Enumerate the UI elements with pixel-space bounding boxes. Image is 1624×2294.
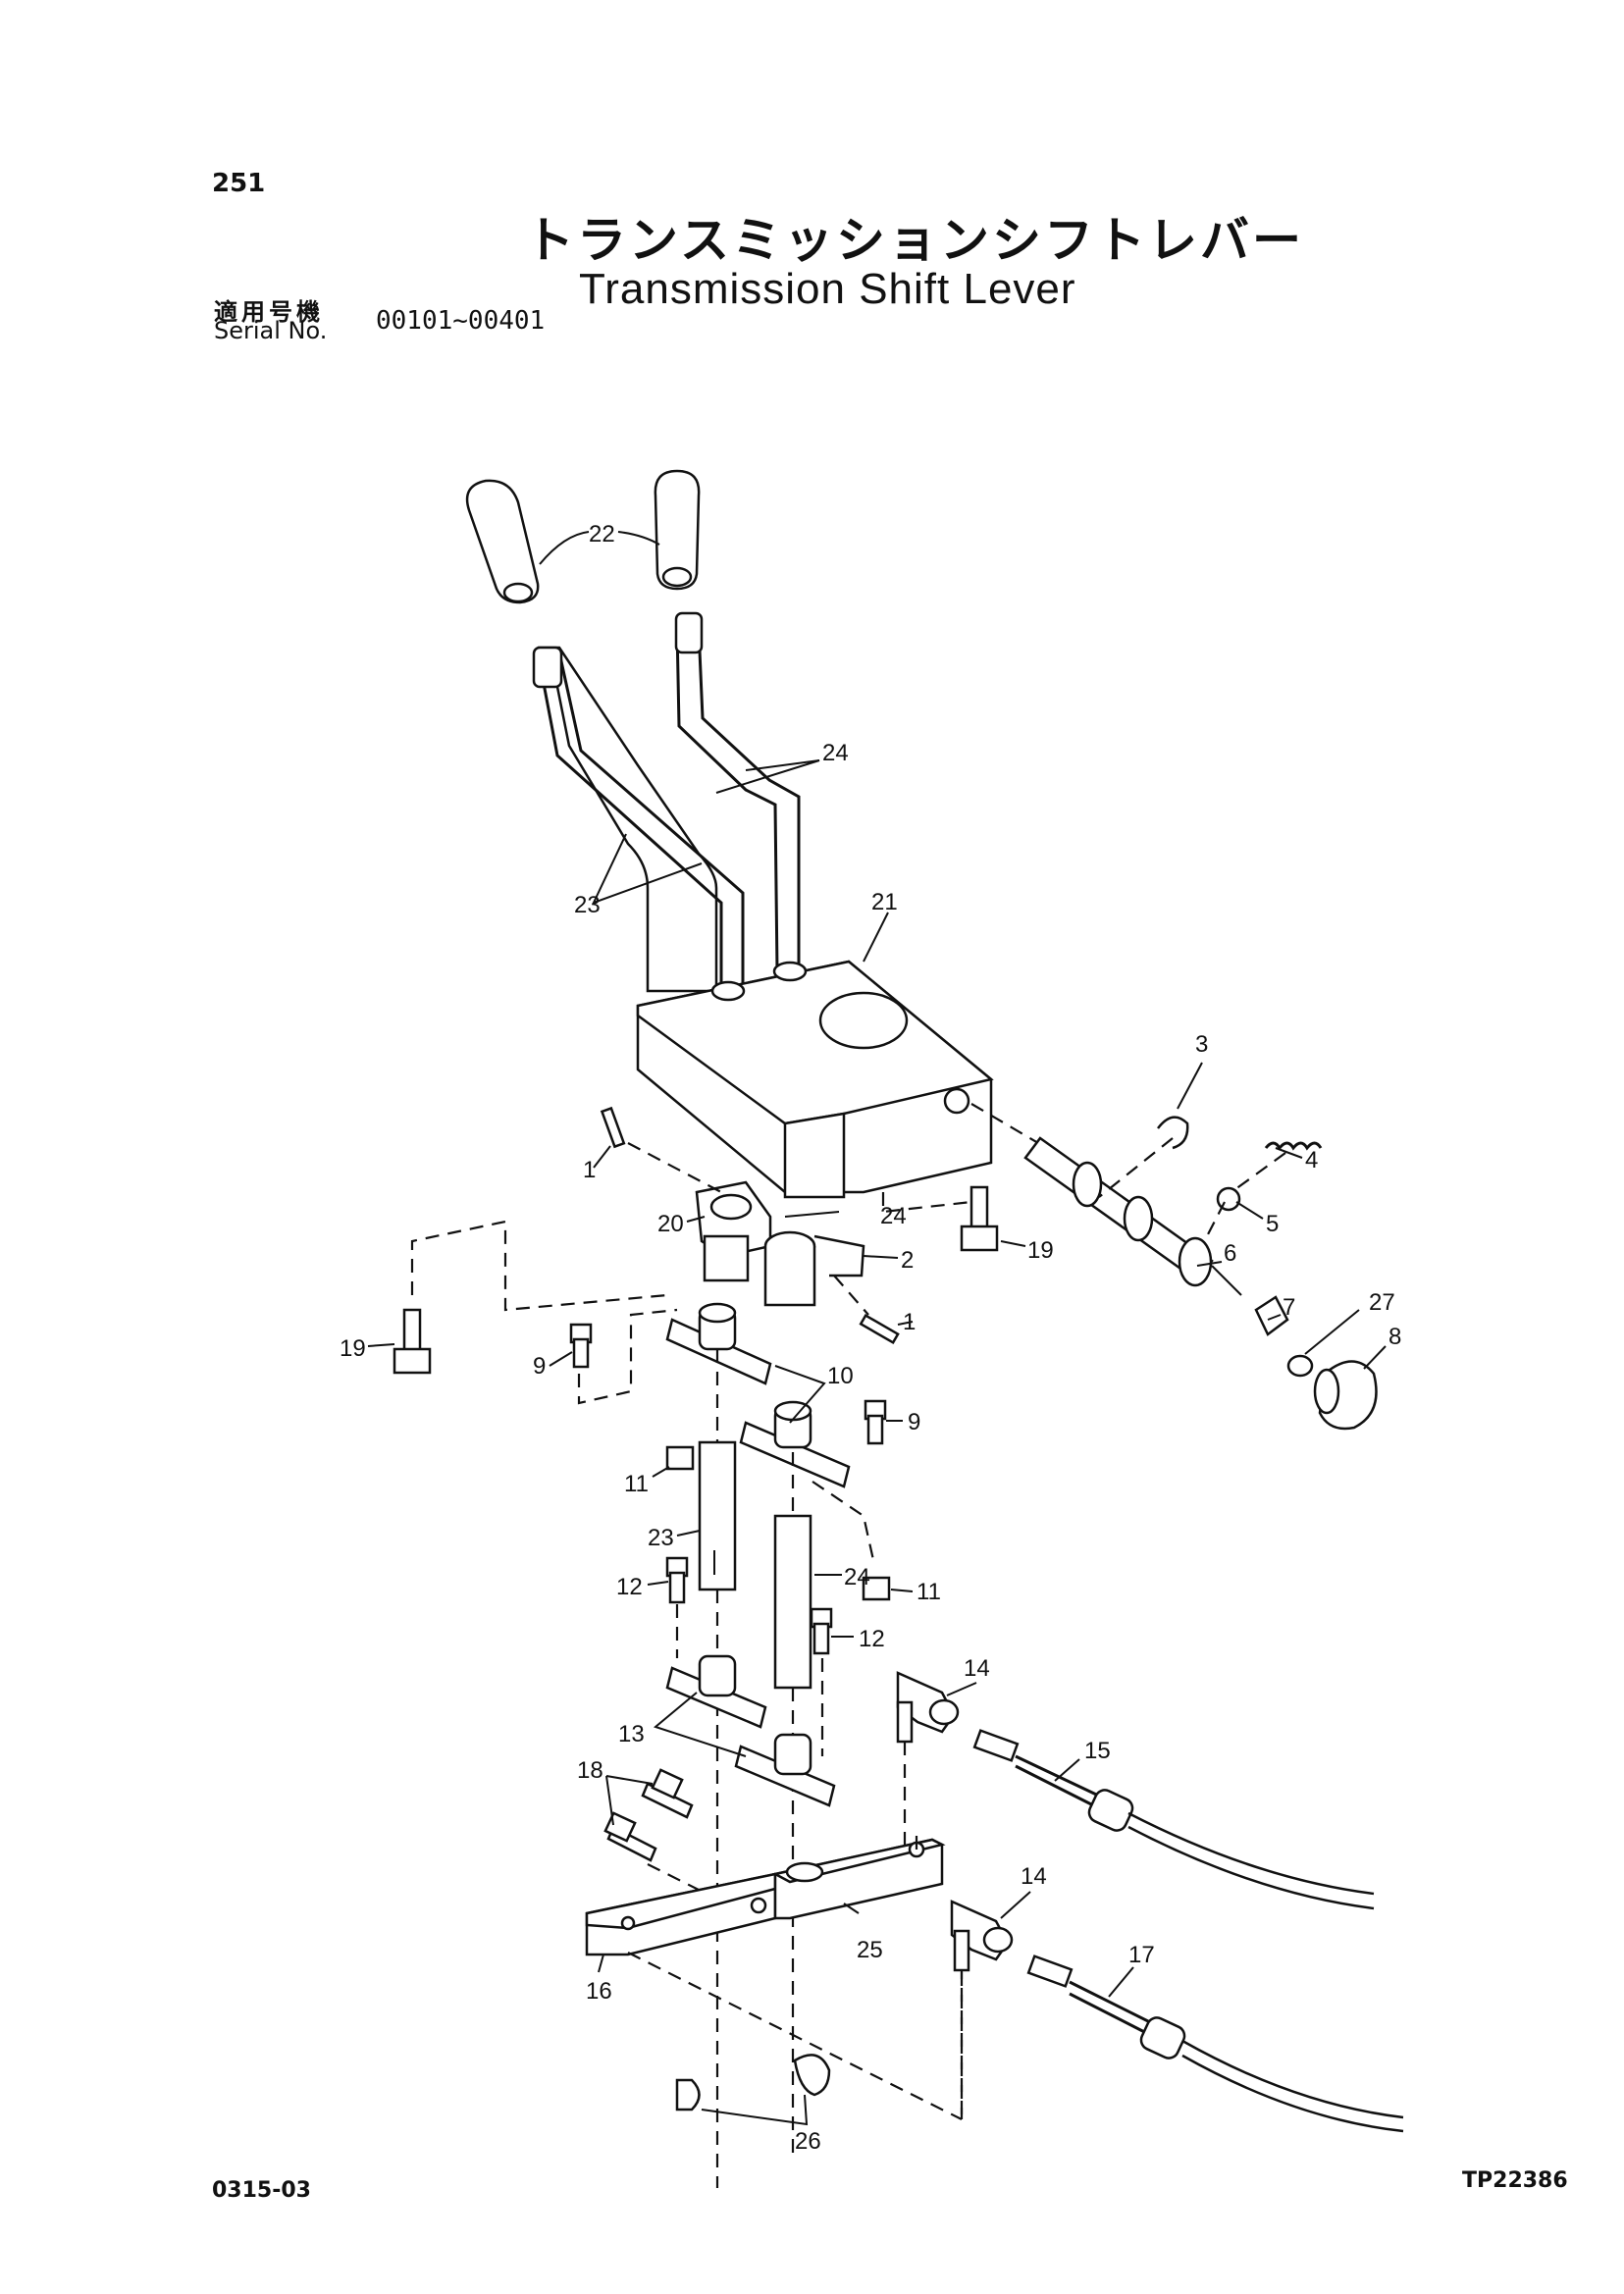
page-title-japanese: トランスミッションシフトレバー — [525, 212, 1304, 269]
bracket-10-upper — [665, 1302, 772, 1385]
snap-ring — [1157, 1116, 1189, 1150]
serial-range: 00101~00401 — [376, 306, 546, 336]
bracket-13-lower — [734, 1733, 836, 1807]
callout-10: 10 — [827, 1363, 854, 1389]
callout-24-middle: 24 — [880, 1203, 907, 1229]
page-title-english: Transmission Shift Lever — [579, 265, 1076, 313]
bolt-19-right — [960, 1185, 999, 1252]
bolt-12-right — [810, 1607, 833, 1655]
callout-6: 6 — [1224, 1240, 1236, 1267]
plate-code: TP22386 — [1462, 2168, 1568, 2193]
callout-17: 17 — [1128, 1942, 1155, 1968]
bolt-18-upper — [641, 1768, 694, 1819]
bolt-12-left — [665, 1556, 689, 1604]
bracket-10-lower — [739, 1400, 851, 1488]
lever-grip-right — [654, 469, 701, 591]
callout-1-lower: 1 — [903, 1309, 916, 1335]
bracket-13-upper — [665, 1654, 767, 1729]
callout-9-right: 9 — [908, 1409, 920, 1435]
callout-21: 21 — [871, 889, 898, 915]
lever-block-16 — [585, 1872, 777, 1956]
lever-arm-20 — [695, 1180, 772, 1282]
bolt-9-left — [569, 1323, 593, 1369]
callout-12-right: 12 — [859, 1626, 885, 1652]
callout-13: 13 — [618, 1721, 645, 1747]
callout-14-upper: 14 — [964, 1655, 990, 1682]
callout-8: 8 — [1388, 1324, 1401, 1350]
callout-24-lower: 24 — [844, 1564, 870, 1590]
shift-lever-rod-right — [674, 611, 801, 972]
callout-1-upper: 1 — [583, 1157, 596, 1183]
callout-5: 5 — [1266, 1211, 1279, 1237]
bolt-9-right — [864, 1399, 887, 1445]
shift-knob — [1313, 1360, 1378, 1431]
callout-16: 16 — [586, 1978, 612, 2005]
callout-4: 4 — [1305, 1147, 1318, 1173]
callout-22: 22 — [589, 521, 615, 547]
lever-arm-2 — [763, 1230, 865, 1307]
lever-shaft-23 — [698, 1440, 737, 1591]
control-cable-15 — [972, 1729, 1375, 1910]
spring — [1264, 1141, 1323, 1151]
serial-label-japanese: 適用号機 — [214, 298, 324, 326]
callout-3: 3 — [1195, 1031, 1208, 1058]
page-number: 251 — [212, 169, 266, 198]
callout-18: 18 — [577, 1757, 603, 1784]
callout-27: 27 — [1369, 1289, 1395, 1316]
ball-joint-14-upper — [896, 1671, 960, 1744]
washer — [1286, 1354, 1314, 1378]
pin-1-upper — [600, 1106, 626, 1149]
nut — [1254, 1295, 1289, 1336]
callout-11-upper: 11 — [624, 1471, 649, 1497]
callout-19-right: 19 — [1027, 1237, 1054, 1264]
callout-11-lower: 11 — [917, 1579, 941, 1605]
lever-housing — [636, 960, 994, 1199]
callout-19-left: 19 — [340, 1335, 366, 1362]
callout-20: 20 — [657, 1211, 684, 1237]
callout-9-left: 9 — [533, 1353, 546, 1380]
control-cable-17 — [1026, 1955, 1404, 2133]
callout-24-upper: 24 — [822, 740, 849, 766]
nut-11-lower — [862, 1576, 891, 1601]
callout-15: 15 — [1084, 1738, 1111, 1764]
key-26-right — [793, 2054, 831, 2097]
callout-23-upper: 23 — [574, 892, 601, 918]
nut-11-upper — [665, 1445, 695, 1471]
callout-23-lower: 23 — [648, 1525, 674, 1551]
shift-lever-rod-left — [532, 646, 745, 993]
pin-1-lower — [859, 1313, 900, 1345]
document-code: 0315-03 — [212, 2178, 311, 2203]
callout-25: 25 — [857, 1937, 883, 1963]
callout-7: 7 — [1283, 1294, 1295, 1321]
detent-shaft — [1023, 1136, 1242, 1296]
lever-block-25 — [771, 1838, 946, 1920]
callout-12-left: 12 — [616, 1574, 643, 1600]
serial-label-english: Serial No. — [214, 317, 328, 344]
key-26-left — [675, 2078, 701, 2112]
ball-joint-14-lower — [950, 1900, 1014, 1972]
callout-26: 26 — [795, 2128, 821, 2155]
lever-grip-left — [465, 479, 540, 604]
callout-14-lower: 14 — [1021, 1863, 1047, 1890]
lever-shaft-24 — [773, 1514, 812, 1690]
callout-2: 2 — [901, 1247, 914, 1274]
ball — [1216, 1186, 1241, 1212]
bolt-19-left — [393, 1308, 432, 1375]
